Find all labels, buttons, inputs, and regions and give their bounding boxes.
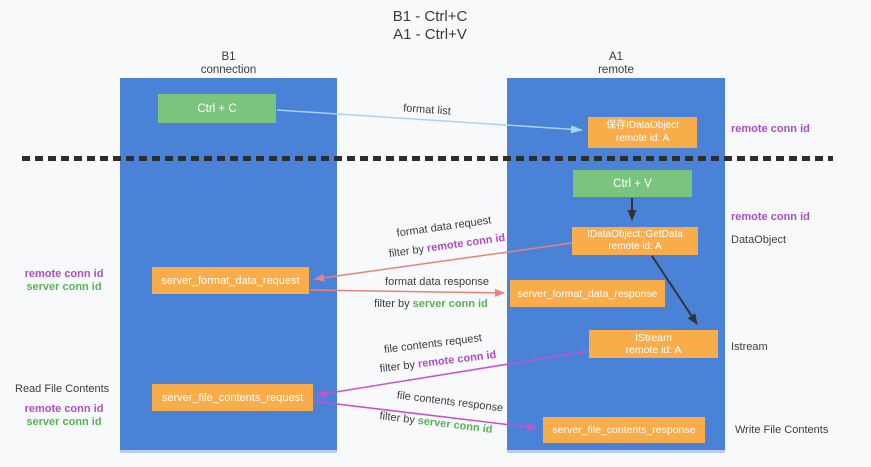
label-dataobject: DataObject <box>731 234 787 246</box>
node-ctrl-c: Ctrl + C <box>158 94 276 123</box>
filter-by-text: filter by <box>378 410 416 427</box>
node-idataobject-getdata-line1: IDataObject::GetData <box>587 228 683 240</box>
arrow-format-data-response <box>309 288 505 297</box>
label-server-conn-id-left-2: server conn id <box>26 416 102 428</box>
server-conn-id-text: server conn id <box>412 298 488 310</box>
label-group-format-ids: remote conn id server conn id <box>8 268 120 294</box>
label-read-file-contents: Read File Contents <box>15 383 110 395</box>
node-server-file-contents-response: server_file_contents_response <box>543 417 705 443</box>
remote-conn-id-text: remote conn id <box>417 348 497 371</box>
node-istream: IStream remote id: A <box>589 330 718 358</box>
lane-a1-name: A1 <box>608 51 624 63</box>
node-save-idataobject-line2: remote id: A <box>615 132 670 144</box>
node-ctrl-v-label: Ctrl + V <box>613 177 652 190</box>
lane-a1-role: remote <box>598 64 634 76</box>
label-server-conn-id-left-1: server conn id <box>26 281 102 293</box>
filter-by-text: filter by <box>374 298 410 310</box>
label-remote-conn-id-mid-right: remote conn id <box>731 211 810 223</box>
diagram-title: B1 - Ctrl+C A1 - Ctrl+V <box>300 8 560 44</box>
node-ctrl-c-label: Ctrl + C <box>197 102 237 115</box>
lane-header-a1: A1 remote <box>507 51 725 77</box>
node-server-file-contents-response-label: server_file_contents_response <box>552 424 696 436</box>
title-line-2: A1 - Ctrl+V <box>393 26 467 43</box>
node-server-format-data-response-label: server_format_data_response <box>517 287 658 300</box>
lane-header-b1: B1 connection <box>120 51 337 77</box>
node-istream-line2: remote id: A <box>625 344 682 356</box>
node-idataobject-getdata: IDataObject::GetData remote id: A <box>572 227 698 255</box>
flow-label-file-contents-response: file contents response <box>396 389 504 415</box>
filter-by-text: filter by <box>388 243 425 261</box>
label-remote-conn-id-left-2: remote conn id <box>24 403 104 415</box>
lane-b1-role: connection <box>200 64 257 76</box>
flow-label-format-list: format list <box>402 102 452 118</box>
node-server-file-contents-request: server_file_contents_request <box>152 384 313 411</box>
node-server-format-data-request-label: server_format_data_request <box>161 274 300 287</box>
node-save-idataobject: 保存IDataObject remote id: A <box>588 117 697 148</box>
remote-conn-id-text: remote conn id <box>426 231 506 255</box>
node-idataobject-getdata-line2: remote id: A <box>608 241 662 252</box>
label-remote-conn-id-top-right: remote conn id <box>731 123 810 135</box>
server-conn-id-text: server conn id <box>417 414 494 436</box>
node-server-file-contents-request-label: server_file_contents_request <box>161 391 304 404</box>
node-server-format-data-request: server_format_data_request <box>152 267 309 294</box>
node-server-format-data-response: server_format_data_response <box>510 280 665 307</box>
dashed-divider <box>22 156 833 161</box>
flow-label-format-data-response: format data response <box>385 276 489 288</box>
title-line-1: B1 - Ctrl+C <box>392 8 468 25</box>
label-group-file-ids: remote conn id server conn id <box>8 403 120 429</box>
node-istream-line1: IStream <box>635 331 672 344</box>
node-save-idataobject-line1: 保存IDataObject <box>606 120 679 131</box>
node-ctrl-v: Ctrl + V <box>573 170 692 197</box>
lane-b1-name: B1 <box>221 51 236 63</box>
filter-by-text: filter by <box>379 358 416 376</box>
label-write-file-contents: Write File Contents <box>735 424 829 436</box>
label-istream: Istream <box>731 341 768 353</box>
label-remote-conn-id-left-1: remote conn id <box>24 268 104 280</box>
